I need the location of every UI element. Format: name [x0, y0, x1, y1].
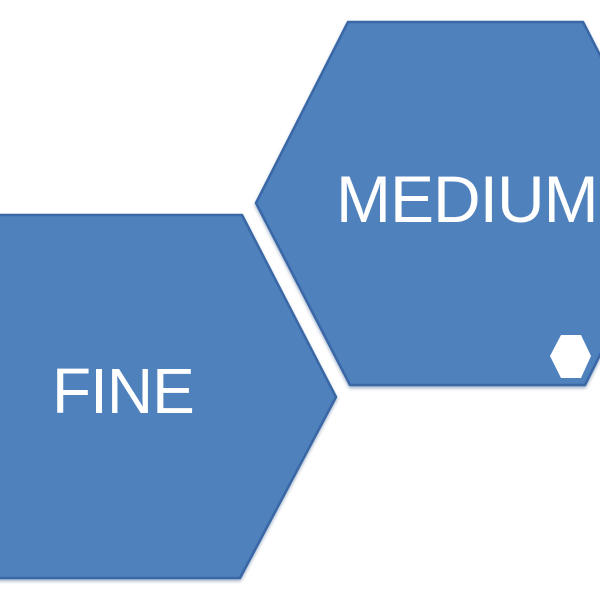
small-hexagon-icon	[550, 335, 591, 378]
hexagon-label-medium: MEDIUM	[336, 162, 599, 236]
hexagon-fine	[0, 213, 338, 580]
hexagon-label-fine: FINE	[52, 355, 195, 427]
hexagon-medium	[254, 20, 600, 387]
